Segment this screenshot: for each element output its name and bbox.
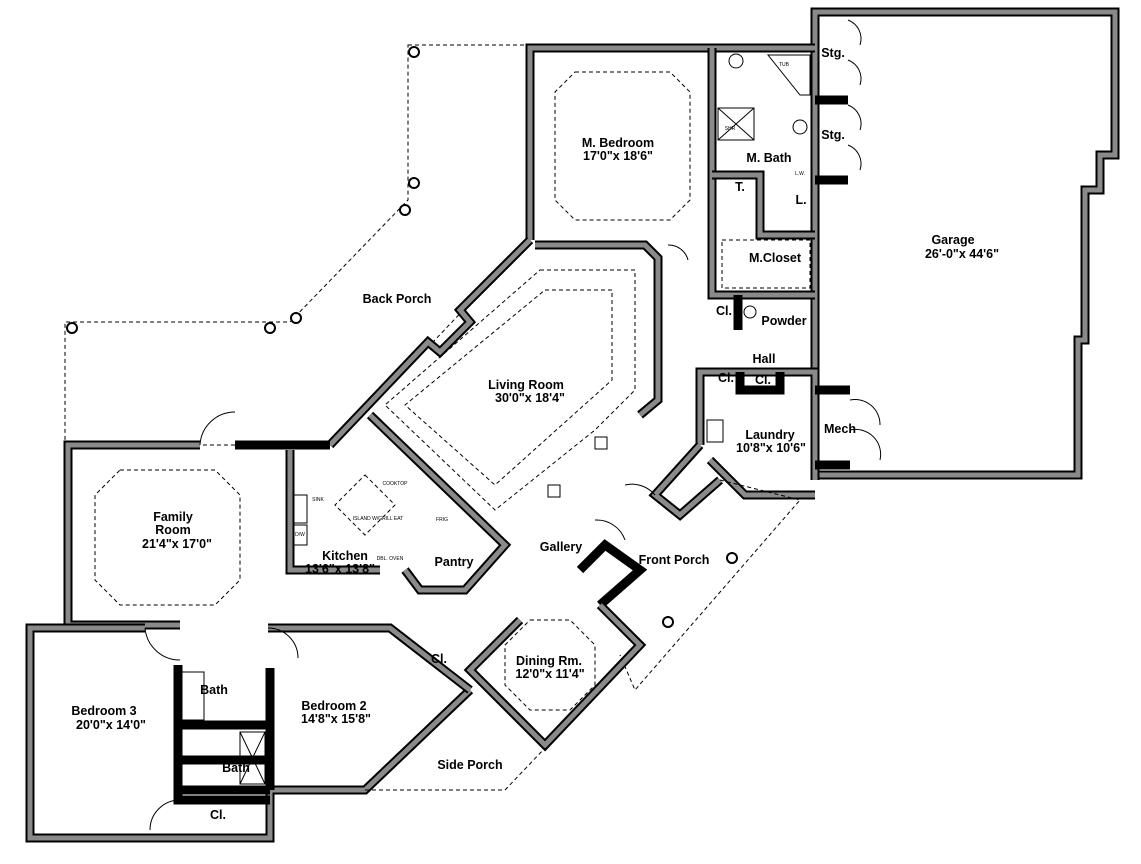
bedroom-walls (25, 623, 546, 843)
label-back-porch: Back Porch (363, 292, 432, 306)
size-garage: 26'-0"x 44'6" (925, 247, 999, 261)
label-toilet: T. (735, 180, 745, 194)
label-bath-1: Bath (200, 683, 228, 697)
label-closet-hall-1: Cl. (718, 371, 734, 385)
size-bedroom-3: 20'0"x 14'0" (76, 718, 146, 732)
label-storage-1: Stg. (821, 46, 845, 60)
size-living-room: 30'0"x 18'4" (495, 391, 565, 405)
living-walls (326, 236, 636, 595)
label-master-bedroom: M. Bedroom (582, 136, 654, 150)
label-storage-2: Stg. (821, 128, 845, 142)
room-labels: M. Bedroom 17'0"x 18'6" M. Bath T. L. M.… (71, 46, 999, 822)
label-bedroom-2: Bedroom 2 (301, 699, 366, 713)
label-side-porch: Side Porch (437, 758, 502, 772)
label-lav: L.W. (795, 171, 805, 177)
family-room-walls (63, 440, 396, 630)
label-pantry: Pantry (435, 555, 474, 569)
label-cooktop: COOKTOP (383, 481, 409, 487)
label-laundry: Laundry (745, 428, 794, 442)
size-bedroom-2: 14'8"x 15'8" (301, 712, 371, 726)
hall-laundry-walls (648, 295, 850, 521)
size-kitchen: 13'6"x 13'8" (305, 562, 375, 576)
label-kitchen: Kitchen (322, 549, 368, 563)
size-dining: 12'0"x 11'4" (515, 667, 584, 681)
label-dining: Dining Rm. (516, 654, 582, 668)
door-swings (144, 19, 882, 831)
label-closet-bed3: Cl. (210, 808, 226, 822)
label-island: ISLAND W/GRILL EAT (353, 516, 404, 522)
size-master-bedroom: 17'0"x 18'6" (583, 149, 653, 163)
label-master-bath: M. Bath (746, 151, 791, 165)
size-laundry: 10'8"x 10'6" (736, 441, 806, 455)
back-porch-outline (64, 44, 531, 446)
label-bedroom-3: Bedroom 3 (71, 704, 136, 718)
label-family-room-1: Family (153, 510, 193, 524)
garage-walls (810, 7, 1120, 480)
label-master-closet: M.Closet (749, 251, 802, 265)
label-mech: Mech (824, 422, 856, 436)
label-fridge: FRIG (436, 517, 448, 523)
label-tub: TUB (779, 62, 790, 68)
label-shower: SHR (725, 126, 736, 132)
porch-columns (66, 46, 738, 628)
label-bath-2: Bath (222, 761, 250, 775)
label-closet-hall-2: Cl. (755, 373, 771, 387)
label-linen: L. (795, 193, 806, 207)
label-closet-bed2: Cl. (431, 652, 447, 666)
label-garage: Garage (931, 233, 974, 247)
label-powder: Powder (761, 314, 806, 328)
front-dining-walls (463, 479, 801, 752)
label-closet-powder: Cl. (716, 304, 732, 318)
master-suite-walls (525, 43, 848, 419)
size-family-room: 21'4"x 17'0" (142, 537, 212, 551)
label-front-porch: Front Porch (639, 553, 710, 567)
label-double-oven: DBL. OVEN (377, 556, 404, 562)
label-hall: Hall (753, 352, 776, 366)
label-family-room-2: Room (155, 523, 190, 537)
label-gallery: Gallery (540, 540, 582, 554)
label-sink: SINK (312, 497, 324, 503)
label-living-room: Living Room (488, 378, 564, 392)
label-dishwasher: D/W (295, 532, 305, 538)
fixture-labels: SINK D/W COOKTOP ISLAND W/GRILL EAT FRIG… (295, 62, 805, 562)
